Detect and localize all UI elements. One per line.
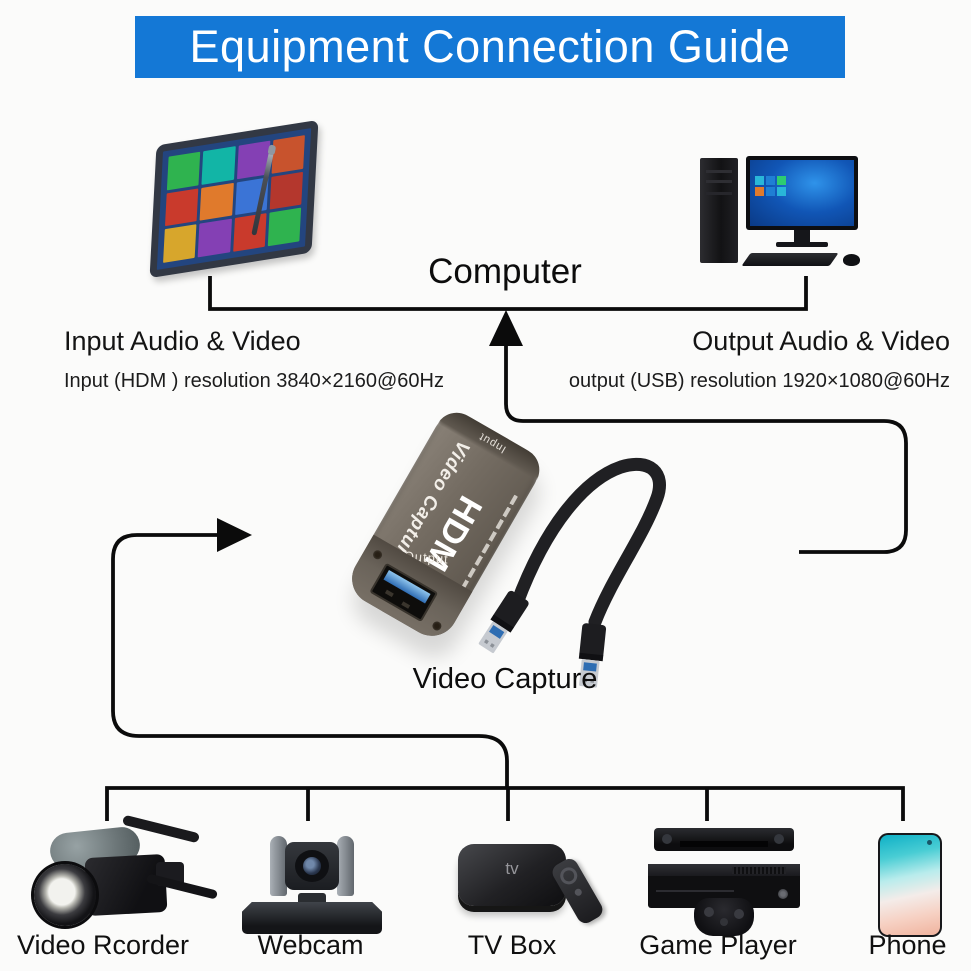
gamepad-icon (694, 898, 754, 936)
webcam-base (242, 902, 382, 934)
monitor-icon (746, 156, 858, 230)
monitor-screen (750, 160, 854, 226)
phone-screen (880, 835, 940, 935)
tablet-tiles (163, 135, 305, 263)
tv-box-image: tv (452, 828, 610, 936)
devices-bracket-ticks (306, 788, 709, 821)
monitor-base (776, 242, 828, 247)
output-section-detail: output (USB) resolution 1920×1080@60Hz (568, 370, 950, 392)
input-section-title: Input Audio & Video (64, 326, 301, 356)
output-section-title: Output Audio & Video (692, 326, 950, 356)
screw-icon (430, 619, 444, 633)
usb-port-icon (369, 562, 439, 623)
tv-box-logo: tv (505, 859, 519, 878)
webcam-lens-ring (295, 850, 329, 882)
desktop-computer-image (694, 152, 864, 272)
tv-box-body: tv (458, 844, 566, 906)
input-section-detail: Input (HDM ) resolution 3840×2160@60Hz (64, 370, 444, 392)
webcam-neck (298, 893, 326, 904)
start-menu-tiles (755, 176, 786, 196)
console-power-button (778, 889, 788, 899)
usb-plug-left-icon (478, 590, 529, 654)
webcam-label: Webcam (257, 930, 364, 960)
screw-icon (371, 548, 384, 561)
header-title: Equipment Connection Guide (189, 21, 791, 72)
game-player-image (638, 822, 810, 937)
phone-label: Phone (868, 930, 947, 960)
pc-tower-icon (700, 158, 738, 263)
tv-box-label: TV Box (467, 930, 557, 960)
video-recorder-image (28, 814, 219, 934)
tablet-screen (149, 119, 319, 279)
webcam-image (242, 828, 382, 934)
up-arrow-icon (489, 310, 523, 346)
devices-bracket (105, 786, 905, 821)
video-capture-label: Video Capture (412, 663, 598, 695)
right-arrow-icon (217, 518, 252, 552)
camcorder-body (84, 853, 168, 917)
phone-camera-dot (927, 840, 932, 845)
console-vent (732, 867, 786, 874)
phone-body (878, 833, 942, 937)
webcam-arm (270, 836, 287, 896)
webcam-arm (337, 836, 354, 896)
usb-cable-image (510, 457, 666, 629)
webcam-lens (303, 857, 321, 875)
keyboard-icon (741, 253, 839, 266)
tablet-image (138, 119, 328, 279)
mouse-icon (843, 254, 860, 266)
monitor-stand (794, 230, 810, 243)
header-banner: Equipment Connection Guide (135, 16, 845, 78)
video-recorder-label: Video Rcorder (16, 930, 190, 960)
computer-label: Computer (428, 252, 582, 291)
kinect-bar (654, 828, 794, 851)
console-disc-slot (656, 890, 734, 892)
video-capture-device-image: Input Video Capture HDMI Output (342, 404, 548, 646)
webcam-head (285, 842, 339, 890)
game-player-label: Game Player (639, 930, 797, 960)
camcorder-lens (34, 864, 96, 926)
phone-image (874, 833, 946, 937)
